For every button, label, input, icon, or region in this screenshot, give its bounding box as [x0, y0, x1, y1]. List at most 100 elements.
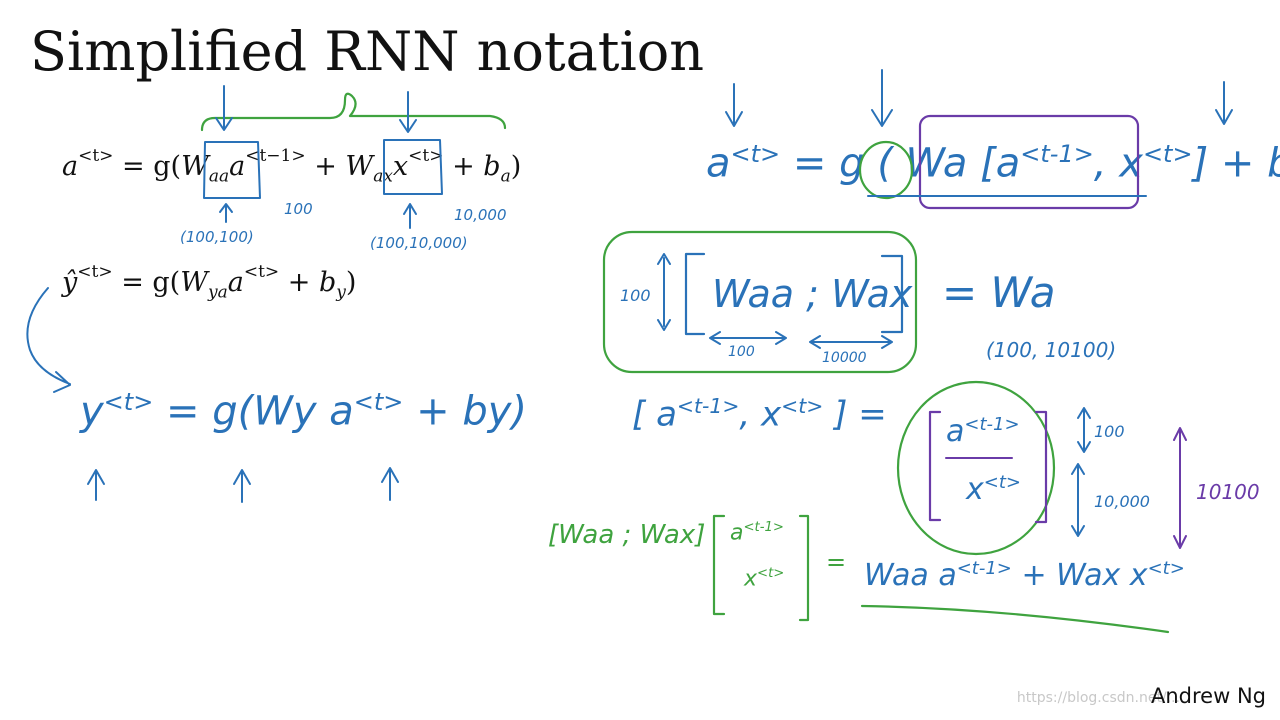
arrow-down-wa [871, 69, 893, 127]
eq1-a: a [62, 151, 79, 182]
eq2-t-sup: <t> [77, 262, 113, 282]
eq1-t-sup: <t> [78, 146, 114, 166]
underline-result [860, 604, 1170, 634]
eq1-t-sup2: <t> [408, 146, 444, 166]
hw-a-Wa: Wa [905, 140, 968, 187]
hw-dim-100-left: 100 [620, 286, 651, 305]
hw-bottom-x: x<t> [744, 566, 784, 591]
hw-a-comma: , [1093, 140, 1107, 187]
eq2-yhat: ŷ [62, 267, 78, 298]
hw-y-a-sup: <t> [353, 388, 404, 416]
dim-wax: (100,10,000) [370, 234, 468, 252]
hw-matrix-waa: Waa [712, 272, 795, 316]
equation-output: ŷ<t> = g(Wyaa<t> + by) [62, 262, 357, 303]
hw-a: a [706, 140, 731, 187]
hw-a-atm1: a [995, 140, 1021, 187]
dim-waa: (100,100) [180, 228, 254, 246]
arrow-down-a [725, 83, 743, 127]
eq2-b: b [318, 267, 337, 298]
hw-a-x-sup: <t> [1142, 140, 1193, 168]
eq2-close: ) [345, 267, 357, 298]
hw-y-sup: <t> [103, 388, 154, 416]
hw-stack-a: a<t-1> [946, 414, 1020, 449]
arrow-curve-yhat [26, 287, 71, 393]
box-purple-stack [918, 114, 1140, 210]
arrow-dim-stack-100 [1077, 407, 1091, 453]
hw-a-eq: = g ( [792, 140, 893, 187]
hw-bottom-a-sup: <t-1> [743, 520, 784, 535]
slide-title: Simplified RNN notation [30, 20, 705, 83]
hw-a-sup: <t> [730, 140, 781, 168]
hw-bottom-x-sup: <t> [757, 566, 785, 581]
hw-bottom-rhs-text: Waa a [864, 558, 957, 593]
arrow-up-y1 [87, 469, 105, 501]
arrow-dim-stack-10100 [1173, 427, 1187, 549]
arrow-up-waa [219, 203, 233, 223]
equation-activation: a<t> = g(Waaa<t−1> + Waxx<t> + ba) [62, 146, 522, 187]
dim-x: 10,000 [454, 206, 507, 224]
hw-dim-100-bottom: 100 [728, 344, 755, 360]
arrow-down-wax [399, 91, 417, 133]
hw-dim-10000-bottom: 10000 [822, 350, 867, 366]
hw-y-W: Wy [253, 388, 317, 435]
eq1-tm1-sup: <t−1> [245, 146, 306, 166]
hw-stack-a-sup: <t-1> [964, 414, 1020, 435]
hw-y-equation: y<t> = g(Wy a<t> + by) [80, 388, 527, 434]
hw-bottom-rhs: Waa a<t-1> + Wax x<t> [864, 558, 1185, 593]
eq1-plus: + [314, 151, 337, 182]
hw-y-plus: + by [416, 388, 512, 435]
hw-bottom-x-text: x [744, 566, 758, 592]
hw-stack-x-sup: <t> [983, 472, 1021, 493]
hw-y-close: ) [511, 388, 527, 435]
hw-matrix-semicolon: ; [806, 272, 819, 316]
hw-y-eq: = g( [166, 388, 254, 435]
hw-dim-d10100: 10100 [1196, 480, 1260, 504]
arrow-dim-left [657, 253, 671, 331]
hw-bottom-eq: = [826, 548, 847, 576]
bracket-right-bottom [798, 514, 810, 622]
arrow-dim-stack-10000 [1071, 463, 1085, 537]
hw-a-open: [ [980, 140, 996, 187]
eq1-sub-a: a [500, 166, 511, 187]
circle-stack [896, 380, 1056, 556]
arrow-up-y3 [381, 467, 399, 501]
arrow-up-wax [403, 203, 417, 229]
hw-bottom-lhs: [Waa ; Wax] [548, 520, 706, 550]
bracket-left-bottom [712, 514, 726, 616]
arrow-dim-10000 [809, 335, 893, 349]
eq2-W: W [180, 267, 208, 298]
bracket-right-matrix [880, 254, 904, 334]
hw-matrix-wax: Wax [831, 272, 913, 316]
eq1-b: b [483, 151, 501, 182]
eq1-close: ) [510, 151, 522, 182]
box-waa [203, 141, 261, 199]
arrow-down-waa [215, 85, 233, 131]
hw-bottom-plus-sup: <t> [1147, 558, 1185, 579]
eq2-sub-y: y [336, 282, 346, 303]
hw-stack-a-text: a [946, 414, 965, 449]
eq1-sub-aa: aa [208, 166, 230, 187]
author-signature: Andrew Ng [1151, 684, 1266, 708]
hw-dim-d100: 100 [1094, 422, 1125, 441]
eq2-plus: + [287, 267, 311, 298]
eq2-a: a [227, 267, 244, 298]
brace-green [200, 92, 507, 132]
bracket-left-matrix [684, 252, 706, 336]
hw-a-equation: a<t> = g ( Wa [a<t-1>, x<t>] + ba) [706, 140, 1280, 186]
hw-stack-x: x<t> [966, 472, 1021, 507]
hw-stack-comma-x: , x [739, 394, 782, 435]
hw-stack-sup1: <t-1> [676, 394, 740, 418]
eq2-t-sup2: <t> [243, 262, 280, 282]
hw-bottom-a-text: a [730, 520, 744, 546]
hw-bottom-rhs-sup: <t-1> [956, 558, 1012, 579]
hw-a-tm1-sup: <t-1> [1020, 140, 1094, 168]
circle-wa [858, 140, 914, 200]
eq1-plus2: + [452, 151, 475, 182]
box-green-matrix [602, 230, 918, 374]
eq1-a2: a [229, 151, 246, 182]
hw-eq-wa: = Wa [942, 268, 1056, 317]
arrow-dim-100 [709, 331, 787, 345]
eq1-eq: = g( [122, 151, 182, 182]
